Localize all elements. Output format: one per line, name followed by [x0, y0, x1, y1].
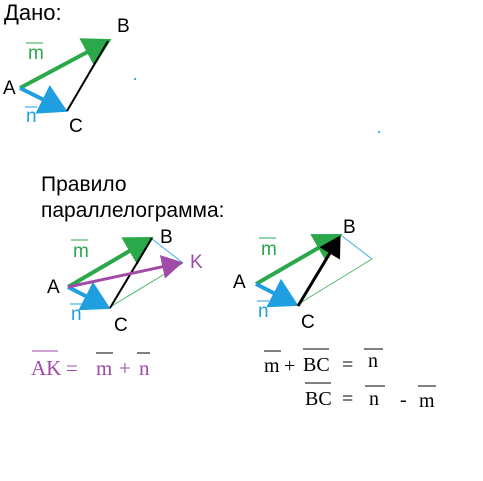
label-a-fig3: A: [233, 272, 246, 293]
label-c-given: C: [69, 116, 83, 137]
eq1-m: m: [96, 356, 113, 380]
eq1-lhs-ak: AK: [31, 356, 62, 380]
heading-rule-line1: Правило: [41, 173, 127, 196]
eq2-plus: +: [284, 355, 296, 377]
vector-m-fig2: [66, 236, 154, 289]
segment-bc-given: [66, 40, 109, 112]
label-n-given: n: [26, 106, 37, 127]
label-a-given: A: [3, 78, 16, 99]
dot-mark: [134, 78, 136, 80]
eq3-equals: =: [342, 388, 354, 410]
figure-difference: [254, 233, 373, 308]
label-a-fig2: A: [47, 277, 60, 298]
vector-ak: [67, 255, 183, 289]
label-b-fig3: B: [343, 217, 356, 238]
vector-n-given: [19, 84, 68, 114]
eq3-bc: BC: [305, 388, 332, 410]
thin-side-b: [341, 235, 373, 260]
eq1-plus: +: [119, 356, 131, 380]
label-b-fig2: B: [160, 227, 173, 248]
eq2-bc: BC: [303, 354, 330, 376]
vector-n-fig3: [255, 278, 299, 308]
heading-rule-line2: параллелограмма:: [41, 199, 225, 222]
heading-given: Дано:: [4, 0, 62, 25]
label-b-given: B: [117, 16, 130, 37]
eq3-n: n: [369, 388, 379, 410]
vector-m-given: [19, 38, 112, 90]
label-n-fig3: n: [258, 301, 269, 322]
label-m-given: m: [28, 43, 44, 64]
label-m-fig2: m: [73, 241, 89, 262]
figure-given: [19, 38, 112, 114]
eq2-n: n: [368, 350, 378, 372]
thin-side-c: [296, 258, 373, 306]
label-n-fig2: n: [71, 304, 82, 325]
label-c-fig2: C: [114, 315, 128, 336]
eq1-n: n: [139, 356, 150, 380]
eq2-m: m: [264, 355, 280, 377]
label-c-fig3: C: [301, 312, 315, 333]
vector-bc-fig3: [296, 235, 341, 307]
dot-mark: [378, 131, 380, 133]
figure-parallelogram: [66, 236, 184, 311]
label-m-fig3: m: [261, 239, 277, 260]
eq3-m: m: [419, 390, 435, 412]
eq1-equals: =: [66, 356, 78, 380]
eq2-equals: =: [342, 354, 354, 376]
equation-overlines: [32, 348, 436, 387]
eq3-minus: -: [400, 389, 407, 411]
vector-n-fig2: [67, 281, 111, 311]
label-k-fig2: K: [190, 252, 203, 273]
